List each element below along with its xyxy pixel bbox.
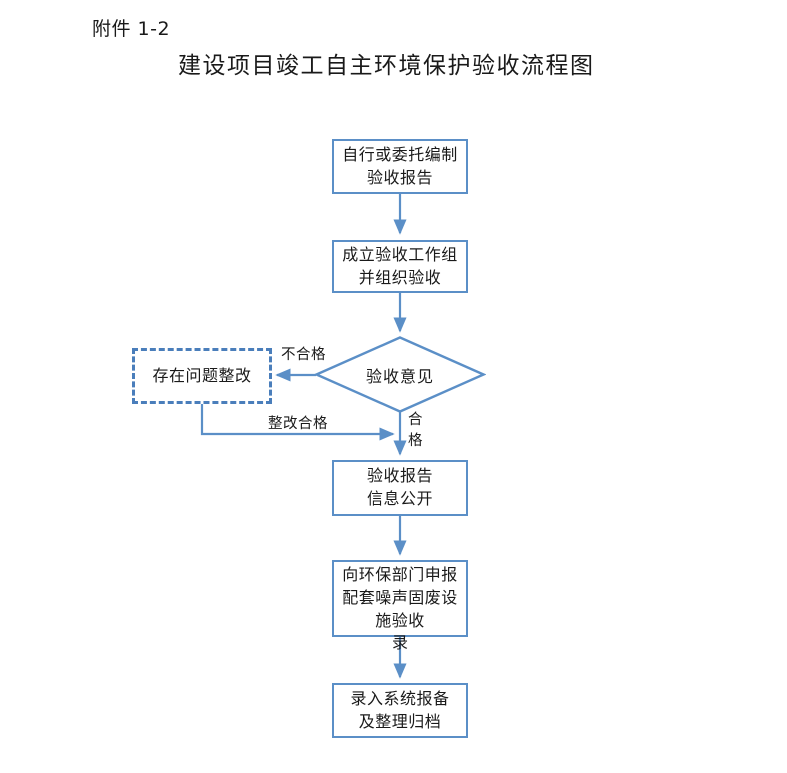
process-node-archive-records[interactable]: 录入系统报备 及整理归档 (332, 683, 468, 738)
edge-label-fail: 不合格 (281, 347, 326, 363)
document-reference: 附件 1-2 (92, 18, 171, 40)
process-node-rectify-issues[interactable]: 存在问题整改 (132, 348, 272, 404)
node-text-line: 并组织验收 (358, 267, 442, 287)
node-text-line: 配套噪声固废设 (342, 588, 458, 608)
page-title: 建设项目竣工自主环境保护验收流程图 (178, 53, 595, 79)
process-node-prepare-report[interactable]: 自行或委托编制 验收报告 (332, 139, 468, 194)
diamond-shape (314, 336, 486, 413)
node-text-line: 自行或委托编制 (342, 144, 458, 164)
node-text-line: 成立验收工作组 (342, 244, 458, 264)
process-node-form-acceptance-group[interactable]: 成立验收工作组 并组织验收 (332, 240, 468, 293)
node-text-line: 录入系统报备 (350, 688, 450, 708)
node-text-line: 验收报告 (366, 466, 433, 486)
process-node-publish-report[interactable]: 验收报告 信息公开 (332, 460, 468, 516)
node-text-line: 及整理归档 (358, 711, 442, 731)
node-overflow-glyph: 录 (392, 633, 409, 652)
process-node-report-to-epb[interactable]: 向环保部门申报 配套噪声固废设 施验收 (332, 560, 468, 637)
node-text-line: 向环保部门申报 (342, 565, 458, 585)
decision-node-acceptance-opinion[interactable]: 验收意见 (314, 335, 486, 414)
node-text-line: 施验收 (375, 610, 425, 630)
edge-label-pass: 合格 (408, 412, 423, 450)
node-text-line: 信息公开 (366, 489, 433, 508)
node-text-line: 验收意见 (365, 366, 434, 386)
edge-label-rectified-pass: 整改合格 (268, 416, 328, 432)
node-text-line: 验收报告 (366, 167, 433, 187)
node-text-line: 存在问题整改 (152, 365, 252, 385)
